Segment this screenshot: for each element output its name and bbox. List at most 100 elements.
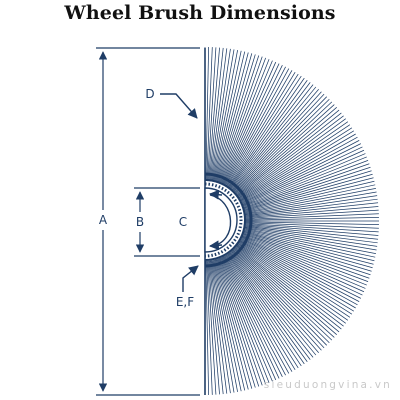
bristle-line bbox=[238, 242, 351, 318]
bristle-line bbox=[234, 104, 335, 195]
bristle-line bbox=[219, 258, 270, 383]
bristle-line bbox=[241, 153, 366, 206]
bristle-line bbox=[244, 195, 378, 216]
bristle-line bbox=[242, 233, 371, 276]
bristle-line bbox=[216, 259, 256, 388]
bristle-line bbox=[238, 242, 353, 315]
bristle-line bbox=[233, 248, 330, 344]
bristle-line bbox=[215, 53, 253, 183]
bristle-line bbox=[243, 231, 373, 269]
bristle-line bbox=[244, 213, 379, 220]
bristle-line bbox=[207, 260, 220, 395]
bristle-line bbox=[244, 191, 377, 215]
bristle-line bbox=[243, 177, 374, 212]
bristle-line bbox=[224, 70, 293, 187]
bristle-line bbox=[232, 249, 328, 346]
bristle-line bbox=[232, 93, 325, 193]
bristle-line bbox=[244, 228, 376, 254]
bristle-line bbox=[230, 89, 319, 191]
bristle-line bbox=[225, 255, 296, 371]
dimension-b: B bbox=[134, 187, 200, 257]
bristle-line bbox=[229, 84, 314, 190]
bristle-line bbox=[243, 229, 375, 262]
bristle-line bbox=[222, 64, 283, 186]
bristle-line bbox=[205, 260, 210, 395]
bristle-line bbox=[236, 245, 342, 330]
bristle-line bbox=[239, 136, 358, 203]
bristle-line bbox=[223, 68, 290, 187]
bristle-line bbox=[237, 244, 346, 324]
bristle-line bbox=[217, 55, 260, 184]
bristle-line bbox=[238, 127, 353, 200]
bristle-line bbox=[239, 239, 358, 306]
bristle-line bbox=[214, 52, 249, 183]
bristle-line bbox=[209, 260, 228, 394]
bristle-line bbox=[244, 221, 379, 226]
bristle-line bbox=[221, 63, 280, 185]
bristle-line bbox=[244, 225, 378, 244]
bristle-line bbox=[244, 227, 377, 251]
bristle-line bbox=[228, 80, 308, 189]
bristle-line bbox=[240, 140, 360, 203]
bristle-line bbox=[223, 66, 286, 186]
bristle-line bbox=[226, 73, 299, 188]
bristle-line bbox=[223, 256, 286, 376]
bristle-line bbox=[242, 156, 367, 207]
bristle-line bbox=[231, 250, 322, 351]
bristle-line bbox=[228, 253, 308, 362]
bristle-line bbox=[226, 75, 302, 188]
bristle-line bbox=[239, 241, 355, 312]
bristle-line bbox=[244, 216, 379, 221]
hub bbox=[204, 172, 253, 268]
bristle-line bbox=[243, 170, 372, 210]
bristle-line bbox=[222, 256, 283, 378]
bristle-line bbox=[211, 49, 235, 182]
label-d: D bbox=[145, 87, 154, 101]
bristle-line bbox=[212, 260, 242, 392]
bristle-line bbox=[244, 184, 376, 214]
bristle-line bbox=[234, 247, 335, 338]
bristle-line bbox=[220, 257, 273, 382]
dimension-c: C bbox=[179, 189, 232, 251]
bristle-line bbox=[206, 47, 213, 182]
bristle-line bbox=[213, 51, 246, 183]
bristle-line bbox=[220, 61, 277, 185]
bristle-line bbox=[233, 248, 333, 341]
watermark-text: sieuduongvina.vn bbox=[263, 379, 392, 391]
bristle-line bbox=[244, 188, 376, 214]
bristle-line bbox=[221, 257, 280, 379]
bristle-line bbox=[242, 233, 370, 279]
bristle-line bbox=[207, 47, 220, 182]
bristle-line bbox=[205, 47, 210, 182]
bristle-line bbox=[212, 50, 238, 182]
bristle-line bbox=[211, 260, 235, 393]
bristle-line bbox=[219, 59, 270, 184]
bristle-line bbox=[226, 254, 299, 369]
bristle-line bbox=[239, 240, 356, 309]
bristle-line bbox=[210, 48, 231, 182]
bristle-line bbox=[236, 112, 342, 197]
bristle-line bbox=[230, 251, 319, 353]
bristle-line bbox=[212, 260, 238, 392]
bristle-line bbox=[215, 259, 253, 389]
bristle-line bbox=[218, 57, 267, 184]
bristle-line bbox=[240, 143, 362, 204]
bristle-line bbox=[241, 237, 363, 296]
dimension-a: A bbox=[96, 47, 200, 396]
bristle-line bbox=[240, 239, 360, 302]
bristle-line bbox=[241, 149, 365, 206]
bristle-line bbox=[225, 71, 296, 187]
bristle-line bbox=[220, 60, 273, 185]
bristle-line bbox=[240, 238, 362, 299]
bristle-line bbox=[242, 159, 369, 208]
bristle-line bbox=[210, 260, 231, 394]
bristle-line bbox=[235, 109, 340, 196]
bristle-line bbox=[235, 246, 340, 333]
bristle-line bbox=[241, 236, 365, 293]
bristle-line bbox=[241, 146, 363, 205]
bristle-line bbox=[220, 257, 277, 381]
bristle-line bbox=[213, 259, 246, 391]
bristle-line bbox=[244, 209, 379, 219]
bristle-line bbox=[228, 252, 311, 360]
